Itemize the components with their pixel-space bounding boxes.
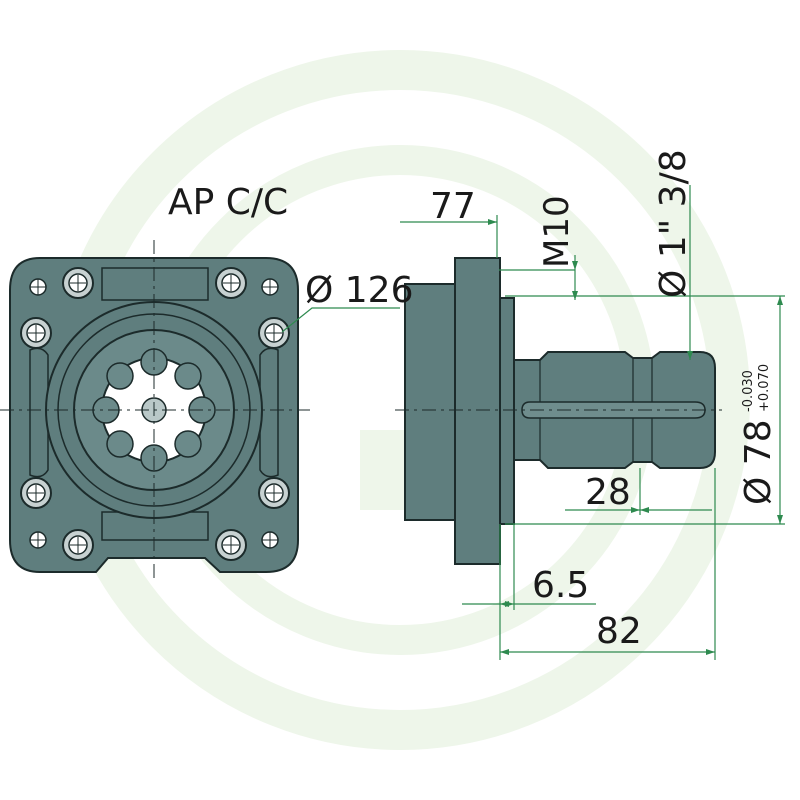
- back-flange: [404, 283, 458, 521]
- spline-length-label: 28: [585, 472, 631, 513]
- overall-length-label: 82: [596, 611, 642, 652]
- bolt-length-label: 77: [430, 186, 476, 227]
- flange-diameter-label: Ø 126: [305, 270, 414, 311]
- front-view: [0, 240, 310, 582]
- mounting-flange: [454, 257, 501, 565]
- bolt-holes: [20, 267, 290, 561]
- tolerance-lower: +0.070: [757, 364, 772, 412]
- tolerance-upper: -0.030: [741, 370, 756, 412]
- shaft-diameter-label: Ø 1" 3/8: [653, 149, 694, 298]
- view-title: AP C/C: [168, 182, 288, 223]
- flange-thickness-label: 6.5: [532, 565, 589, 606]
- pilot: [499, 297, 515, 525]
- thread-label: M10: [537, 195, 577, 268]
- side-view: [395, 257, 722, 565]
- dimension-arrows: [488, 219, 783, 655]
- threaded-holes: [29, 278, 279, 549]
- dimension-lines: [281, 185, 785, 660]
- pilot-diameter-label: Ø 78: [738, 419, 779, 505]
